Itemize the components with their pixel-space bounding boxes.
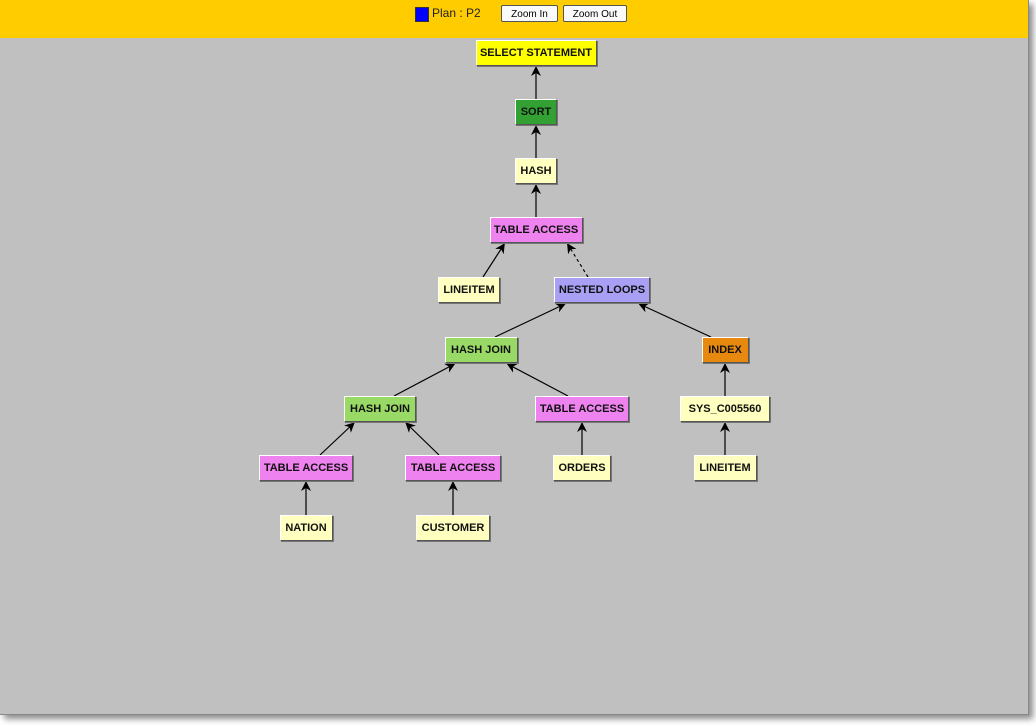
plan-node-customer[interactable]: CUSTOMER [416,515,490,541]
edge-hj2-to-hj1 [393,363,456,397]
plan-node-index[interactable]: INDEX [701,337,749,363]
edge-hj1-to-nl [494,303,566,338]
zoom-out-button[interactable]: Zoom Out [563,5,627,22]
plan-node-hash[interactable]: HASH [515,158,557,184]
plan-node-orders[interactable]: ORDERS [553,455,611,481]
plan-label: Plan : P2 [432,6,481,20]
plan-viewer-window: Plan : P2 Zoom In Zoom Out SELECT STATEM… [0,0,1029,715]
plan-node-sys[interactable]: SYS_C005560 [680,396,770,422]
edge-ta_customer-to-hj2 [405,422,440,456]
edge-nl-to-ta1 [567,243,589,278]
plan-node-lineitem2[interactable]: LINEITEM [693,455,757,481]
plan-node-hj2[interactable]: HASH JOIN [344,396,416,422]
plan-node-ta_orders[interactable]: TABLE ACCESS [535,396,629,422]
edge-lineitem1-to-ta1 [482,243,505,278]
plan-node-select[interactable]: SELECT STATEMENT [475,40,597,66]
plan-node-ta_nation[interactable]: TABLE ACCESS [259,455,353,481]
plan-node-nl[interactable]: NESTED LOOPS [554,277,650,303]
plan-node-lineitem1[interactable]: LINEITEM [438,277,500,303]
plan-node-sort[interactable]: SORT [515,99,557,125]
plan-node-nation[interactable]: NATION [279,515,333,541]
toolbar: Plan : P2 Zoom In Zoom Out [0,0,1028,38]
zoom-in-button[interactable]: Zoom In [501,5,558,22]
edge-ta_nation-to-hj2 [319,422,355,456]
plan-node-ta_customer[interactable]: TABLE ACCESS [405,455,501,481]
edge-ta_orders-to-hj1 [506,363,569,397]
plan-node-hj1[interactable]: HASH JOIN [444,337,518,363]
plan-edges [301,66,730,515]
plan-node-ta1[interactable]: TABLE ACCESS [489,217,583,243]
plan-color-swatch [415,7,429,22]
edge-index-to-nl [638,303,712,338]
